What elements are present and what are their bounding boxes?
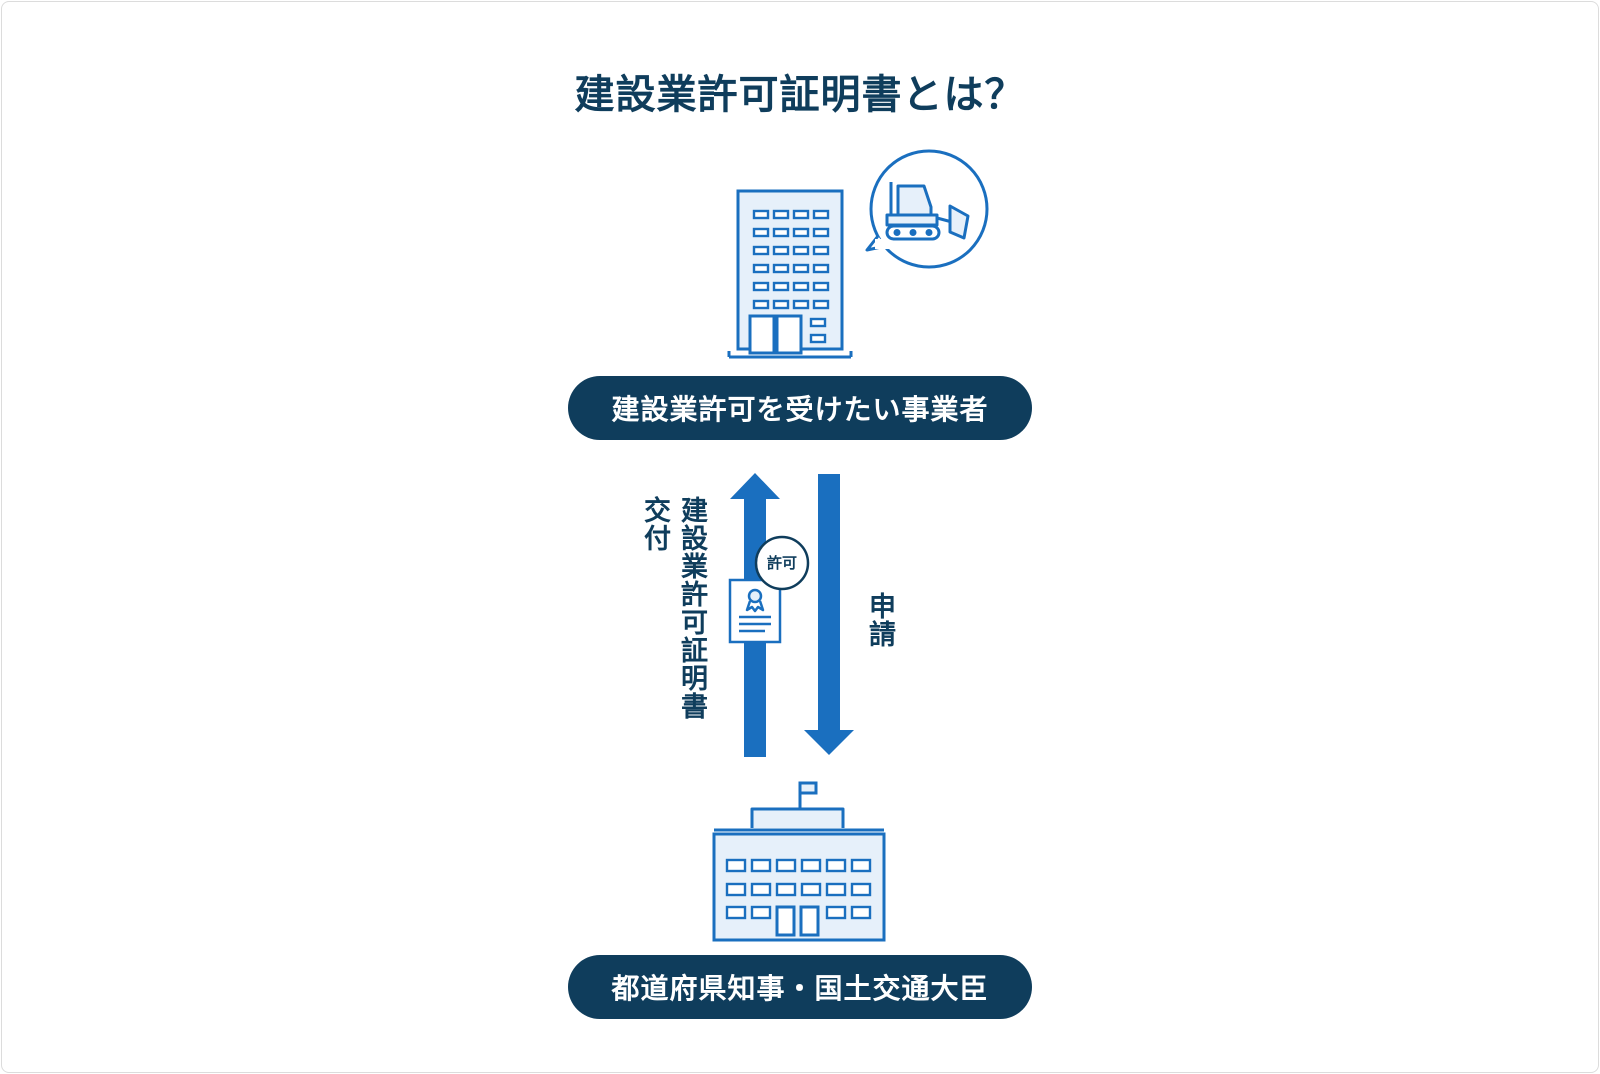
office-window <box>772 299 790 310</box>
government-window <box>725 858 747 873</box>
office-window <box>752 245 770 256</box>
government-window <box>775 858 797 873</box>
office-window <box>752 209 770 220</box>
government-window <box>850 858 872 873</box>
government-window <box>750 905 772 920</box>
government-window <box>800 882 822 897</box>
issue-label-verb: 交付 <box>639 496 670 552</box>
office-window <box>792 227 810 238</box>
government-window <box>825 858 847 873</box>
apply-label: 申請 <box>864 592 895 648</box>
government-window <box>850 905 872 920</box>
office-window <box>812 245 830 256</box>
apply-arrow <box>804 474 854 755</box>
government-window <box>775 882 797 897</box>
office-window <box>792 299 810 310</box>
office-window <box>752 281 770 292</box>
bulldozer-icon <box>865 149 989 269</box>
government-window <box>725 882 747 897</box>
government-window <box>825 882 847 897</box>
office-window <box>812 299 830 310</box>
government-window <box>850 882 872 897</box>
office-building-icon <box>727 189 853 359</box>
office-window <box>772 281 790 292</box>
office-window <box>752 227 770 238</box>
permit-badge-label: 許可 <box>767 554 797 572</box>
office-window <box>812 227 830 238</box>
office-window <box>752 299 770 310</box>
government-window <box>750 882 772 897</box>
applicant-label: 建設業許可を受けたい事業者 <box>568 376 1032 440</box>
authority-label: 都道府県知事・国土交通大臣 <box>568 955 1032 1019</box>
office-window <box>792 281 810 292</box>
page-title: 建設業許可証明書とは？ <box>574 72 1026 118</box>
issue-label-certificate: 建設業許可証明書 <box>676 496 707 720</box>
government-window <box>800 858 822 873</box>
office-window <box>792 209 810 220</box>
office-window <box>772 245 790 256</box>
government-window <box>825 905 847 920</box>
government-window <box>750 858 772 873</box>
office-window <box>772 263 790 274</box>
government-window <box>725 905 747 920</box>
office-window <box>792 263 810 274</box>
office-window <box>752 263 770 274</box>
office-window <box>812 263 830 274</box>
government-building-icon <box>712 781 886 942</box>
office-window <box>812 281 830 292</box>
office-window <box>792 245 810 256</box>
office-window <box>812 209 830 220</box>
office-window <box>772 227 790 238</box>
permit-badge: 許可 <box>754 535 810 591</box>
office-window <box>772 209 790 220</box>
certificate-icon <box>728 578 782 644</box>
